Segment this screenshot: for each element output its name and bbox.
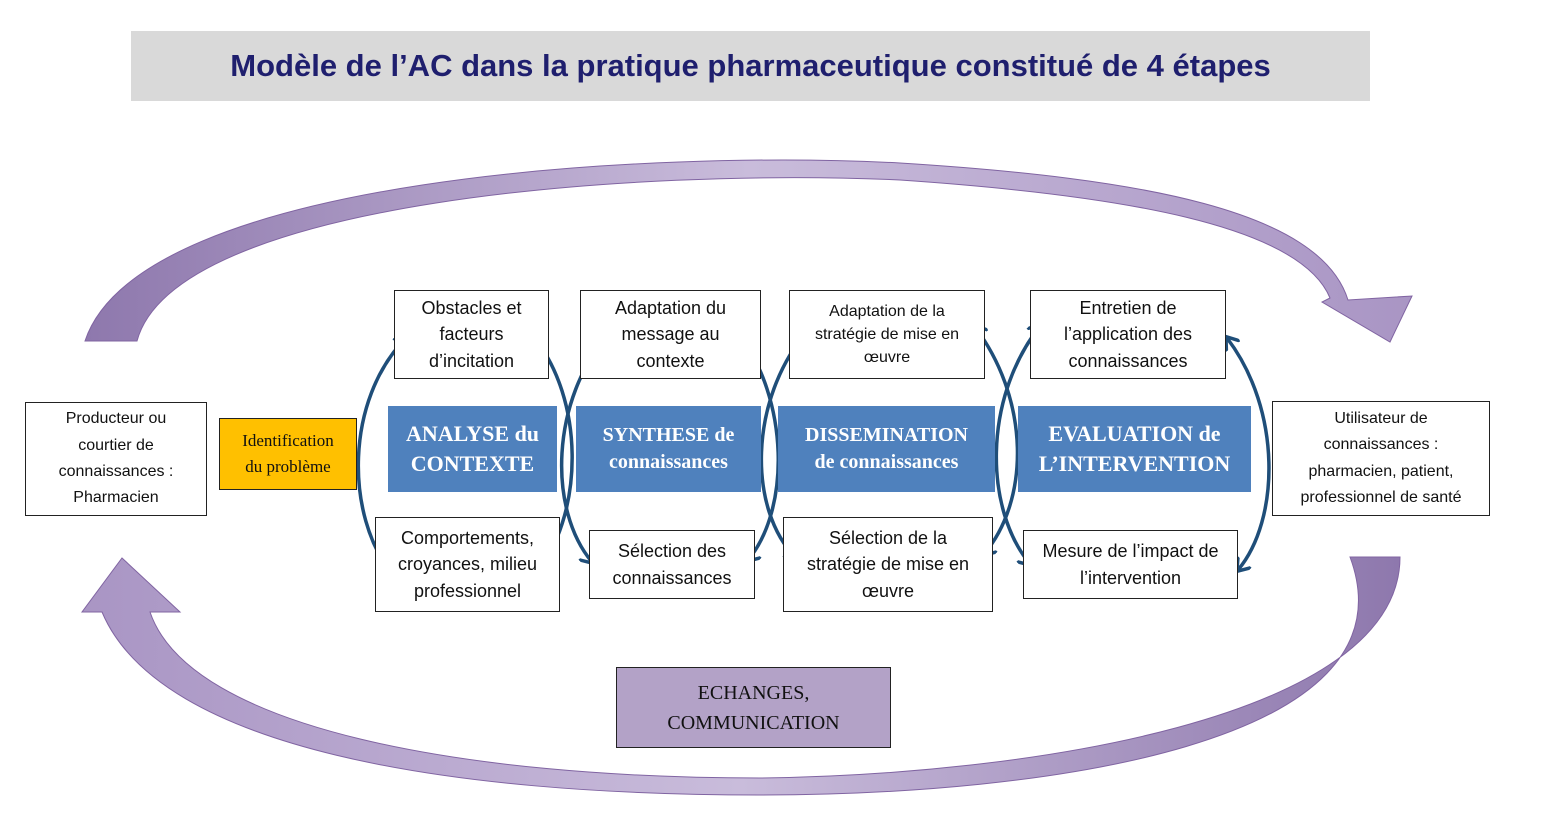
stage-4-top-text: Entretien de l’application des connaissa… <box>1063 298 1193 371</box>
producer-text: Producteur ou courtier de connaissances … <box>58 410 174 507</box>
stage-2-label-text: SYNTHESE de connaissances <box>602 424 735 473</box>
stage-1-top-text: Obstacles et facteurs d’incitation <box>421 298 522 371</box>
double-arrow-4-right <box>1227 338 1271 570</box>
stage-2-top-text: Adaptation du message au contexte <box>614 298 727 371</box>
stage-3-label-text: DISSEMINATION de connaissances <box>805 424 968 473</box>
double-arrow-4-left <box>994 326 1040 564</box>
top-cycle-arrow <box>84 159 1413 343</box>
stage-1-label: ANALYSE du CONTEXTE <box>388 406 557 492</box>
user-text: Utilisateur de connaissances : pharmacie… <box>1300 409 1462 506</box>
page-title: Modèle de l’AC dans la pratique pharmace… <box>230 48 1271 83</box>
stage-3-label: DISSEMINATION de connaissances <box>778 406 995 492</box>
stage-2-bottom-box: Sélection des connaissances <box>589 530 755 599</box>
stage-4-bottom-box: Mesure de l’impact de l’intervention <box>1023 530 1238 599</box>
stage-1-top-box: Obstacles et facteurs d’incitation <box>394 290 549 379</box>
stage-2-top-box: Adaptation du message au contexte <box>580 290 761 379</box>
identification-text: Identification du problème <box>242 430 334 476</box>
stage-4-label: EVALUATION de L’INTERVENTION <box>1018 406 1251 492</box>
stage-3-bottom-text: Sélection de la stratégie de mise en œuv… <box>806 528 970 601</box>
stage-4-bottom-text: Mesure de l’impact de l’intervention <box>1042 541 1219 588</box>
stage-4-top-box: Entretien de l’application des connaissa… <box>1030 290 1226 379</box>
stage-3-top-text: Adaptation de la stratégie de mise en œu… <box>814 302 960 367</box>
stage-1-label-text: ANALYSE du CONTEXTE <box>405 421 540 476</box>
stage-3-bottom-box: Sélection de la stratégie de mise en œuv… <box>783 517 993 612</box>
title-bar: Modèle de l’AC dans la pratique pharmace… <box>131 31 1370 101</box>
bottom-cycle-arrow <box>81 556 1401 796</box>
stage-1-bottom-text: Comportements, croyances, milieu profess… <box>397 528 538 601</box>
stage-1-bottom-box: Comportements, croyances, milieu profess… <box>375 517 560 612</box>
stage-4-label-text: EVALUATION de L’INTERVENTION <box>1038 421 1231 476</box>
exchange-text: ECHANGES, COMMUNICATION <box>667 681 840 734</box>
double-arrow-3-left <box>759 330 808 558</box>
identification-box: Identification du problème <box>219 418 357 490</box>
stage-2-label: SYNTHESE de connaissances <box>576 406 761 492</box>
stage-3-top-box: Adaptation de la stratégie de mise en œu… <box>789 290 985 379</box>
producer-box: Producteur ou courtier de connaissances … <box>25 402 207 516</box>
user-box: Utilisateur de connaissances : pharmacie… <box>1272 401 1490 516</box>
exchange-box: ECHANGES, COMMUNICATION <box>616 667 891 748</box>
stage-2-bottom-text: Sélection des connaissances <box>612 541 732 588</box>
